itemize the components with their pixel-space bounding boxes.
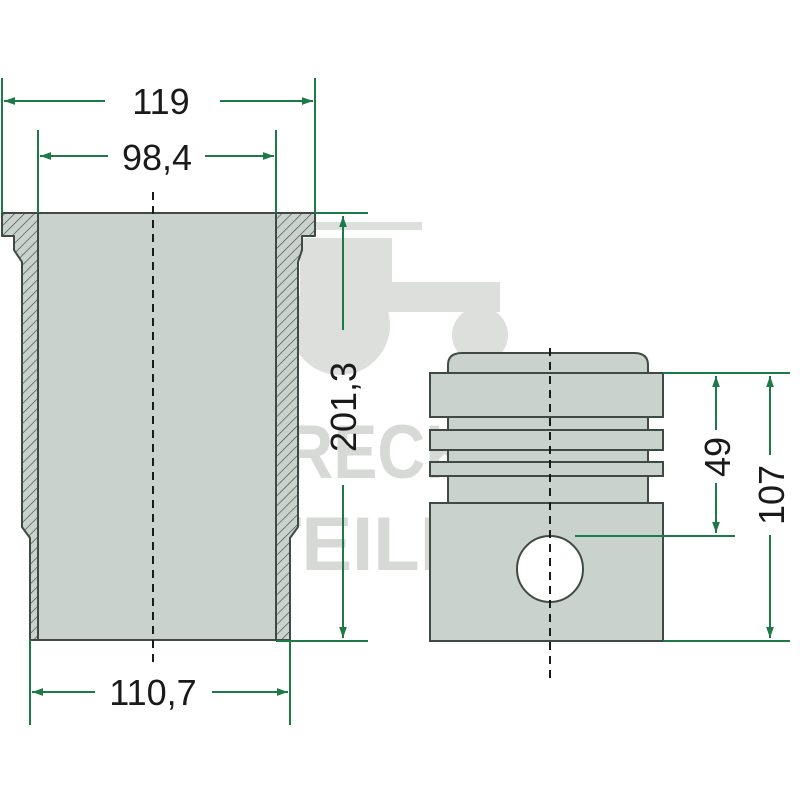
dim-label-inner-width: 98,4 bbox=[122, 137, 192, 178]
dimension-labels: 119 98,4 110,7 201,3 49 107 bbox=[109, 81, 792, 713]
dim-label-pin-height: 49 bbox=[697, 437, 738, 477]
piston-crown bbox=[447, 352, 649, 374]
extension-lines bbox=[1, 78, 790, 725]
cylinder-liner bbox=[1, 192, 316, 665]
dim-label-bottom-width: 110,7 bbox=[109, 672, 196, 713]
dim-label-piston-height: 107 bbox=[751, 465, 792, 525]
piston-ring-1 bbox=[429, 429, 664, 451]
dim-label-liner-height: 201,3 bbox=[323, 362, 364, 452]
dim-label-outer-width: 119 bbox=[132, 81, 189, 122]
liner-left-wall bbox=[1, 212, 39, 641]
liner-bore bbox=[37, 212, 277, 641]
dimension-lines bbox=[4, 97, 774, 696]
piston-land-top bbox=[429, 372, 664, 418]
piston-ring-2 bbox=[429, 461, 664, 477]
tractor-icon bbox=[290, 222, 508, 375]
piston bbox=[429, 348, 664, 678]
